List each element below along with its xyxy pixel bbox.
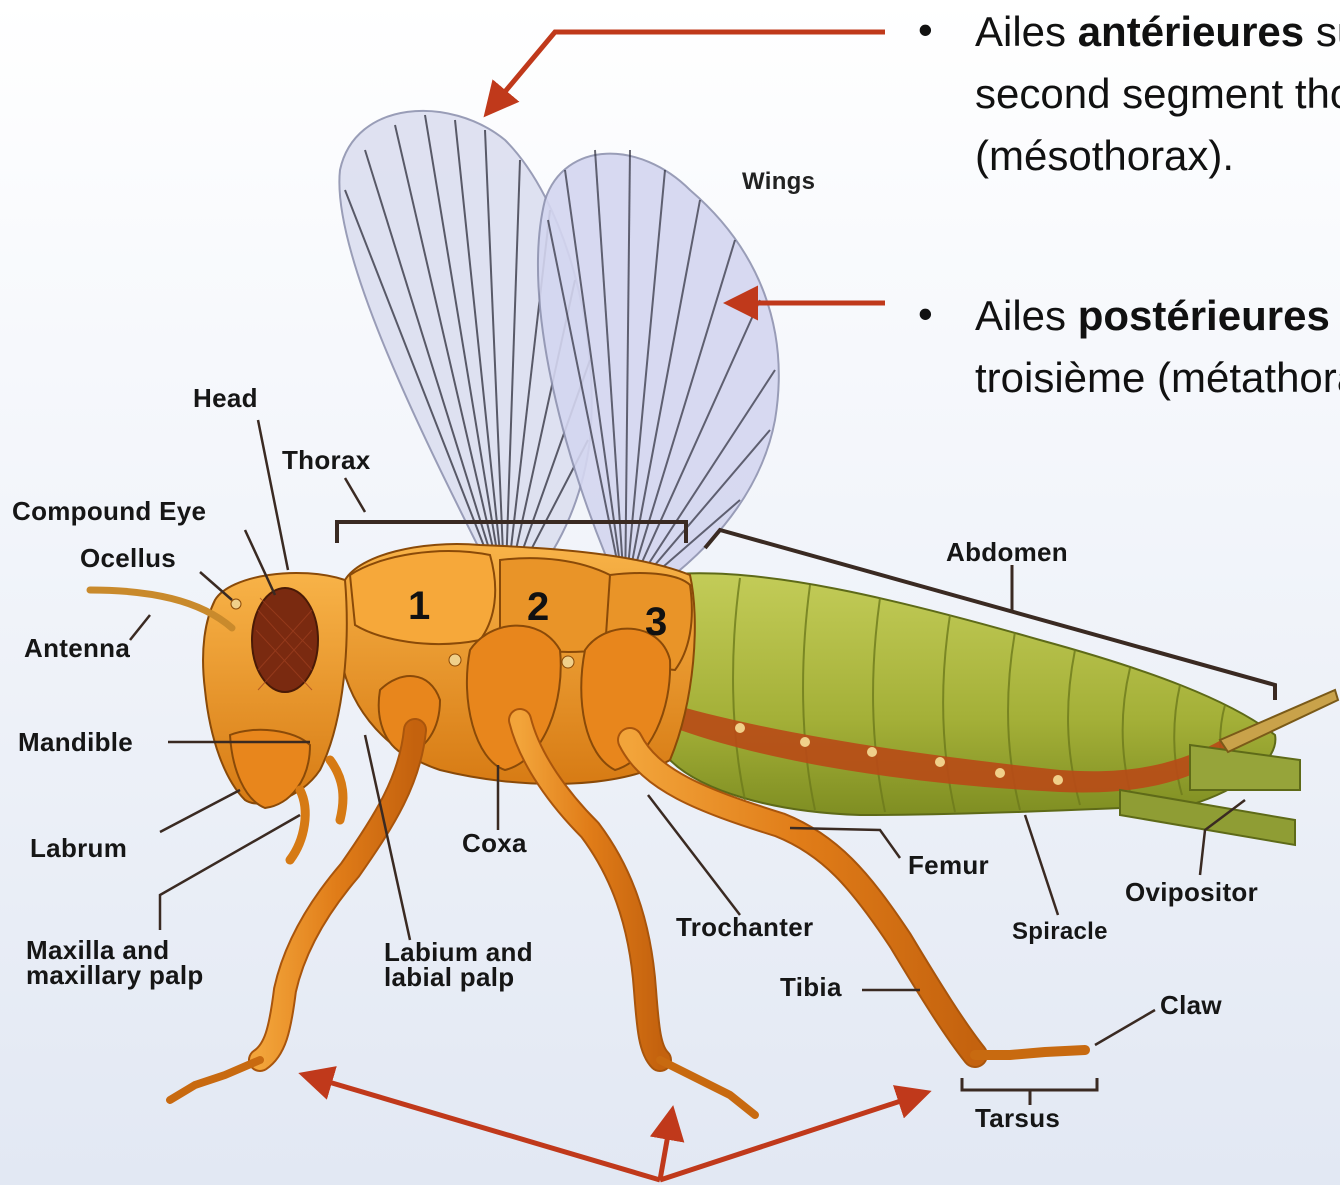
bullet-marker-1: •	[918, 6, 933, 54]
bullet-1-suffix: sur le	[1304, 8, 1340, 55]
bullet-marker-2: •	[918, 290, 933, 338]
bullet-1-line-1: Ailes antérieures sur le	[975, 8, 1340, 56]
bullet-2-prefix: Ailes	[975, 292, 1078, 339]
bullet-2-bold: postérieures	[1078, 292, 1330, 339]
bullet-1-prefix: Ailes	[975, 8, 1078, 55]
bullet-2-line-2: troisième (métathorax).	[975, 354, 1340, 402]
bullet-2-suffix: sur le	[1330, 292, 1340, 339]
bullet-1-bold: antérieures	[1078, 8, 1304, 55]
bullet-1-line-2: second segment thoracique	[975, 70, 1340, 118]
bullet-1-line-3: (mésothorax).	[975, 132, 1234, 180]
bullet-2-line-1: Ailes postérieures sur le	[975, 292, 1340, 340]
